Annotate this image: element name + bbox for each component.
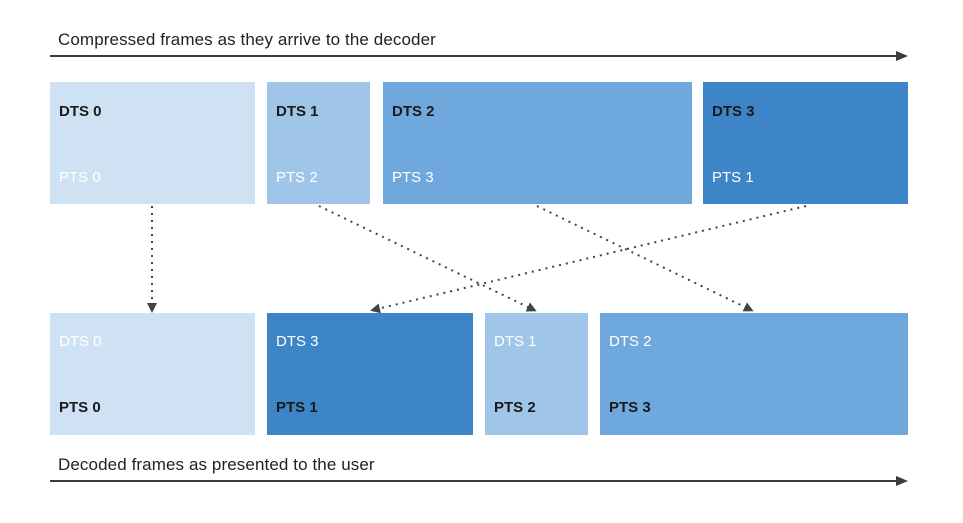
frame-dts-label: DTS 2: [609, 333, 652, 350]
compressed-frame-dts1: DTS 1 PTS 2: [267, 82, 370, 204]
presentation-caption: Decoded frames as presented to the user: [58, 455, 375, 474]
frame-pts-label: PTS 3: [609, 399, 651, 416]
decoder-arrival-caption: Compressed frames as they arrive to the …: [58, 30, 436, 49]
frame-pts-label: PTS 1: [276, 399, 318, 416]
compressed-frame-dts0: DTS 0 PTS 0: [50, 82, 255, 204]
reorder-arrow-pts1: [370, 205, 807, 314]
decoded-frame-pts0: DTS 0 PTS 0: [50, 313, 255, 435]
compressed-frame-dts2: DTS 2 PTS 3: [383, 82, 692, 204]
frame-pts-label: PTS 1: [712, 169, 754, 186]
frame-dts-label: DTS 0: [59, 103, 102, 120]
decoded-frame-pts3: DTS 2 PTS 3: [600, 313, 908, 435]
presentation-timeline-line: [50, 480, 898, 482]
frame-dts-label: DTS 3: [712, 103, 755, 120]
decoded-frame-pts2: DTS 1 PTS 2: [485, 313, 588, 435]
frame-pts-label: PTS 0: [59, 169, 101, 186]
reorder-arrow-pts2: [318, 205, 537, 312]
frame-pts-label: PTS 3: [392, 169, 434, 186]
compressed-frame-dts3: DTS 3 PTS 1: [703, 82, 908, 204]
frame-dts-label: DTS 1: [276, 103, 319, 120]
frame-pts-label: PTS 0: [59, 399, 101, 416]
decoded-frame-pts1: DTS 3 PTS 1: [267, 313, 473, 435]
reorder-arrow-pts3: [536, 205, 754, 312]
arrival-timeline-line: [50, 55, 898, 57]
frame-dts-label: DTS 1: [494, 333, 537, 350]
presentation-timeline-arrowhead-icon: [896, 476, 908, 486]
frame-pts-label: PTS 2: [276, 169, 318, 186]
arrival-timeline-arrowhead-icon: [896, 51, 908, 61]
frame-dts-label: DTS 3: [276, 333, 319, 350]
frame-dts-label: DTS 2: [392, 103, 435, 120]
frame-pts-label: PTS 2: [494, 399, 536, 416]
frame-dts-label: DTS 0: [59, 333, 102, 350]
